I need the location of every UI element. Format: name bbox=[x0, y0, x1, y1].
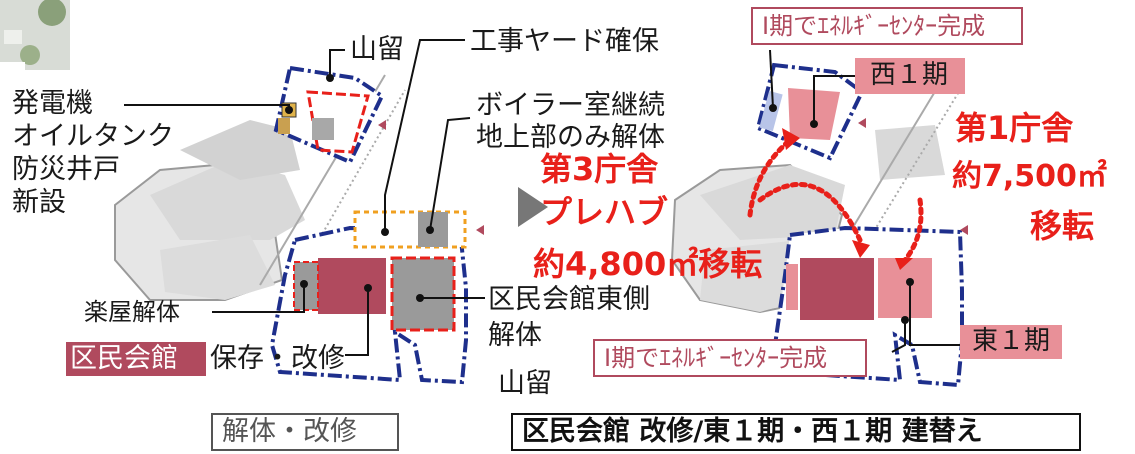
marker-triangle-2 bbox=[378, 120, 386, 130]
relocation-arrows bbox=[747, 137, 924, 263]
road-line-2 bbox=[289, 89, 406, 291]
kaikan-east-demolish bbox=[390, 256, 456, 332]
aerial-photo-thumbnail bbox=[0, 0, 70, 70]
left-site-plan bbox=[114, 65, 484, 385]
existing-building-block-2 bbox=[180, 120, 300, 180]
kaikan-label: 区民会館 bbox=[70, 343, 178, 374]
construction-yard-label: 工事ヤード確保 bbox=[470, 26, 659, 57]
energy-bottom-label: I期でｴﾈﾙｷﾞｰｾﾝﾀｰ完成 bbox=[604, 344, 828, 372]
right-existing-block bbox=[875, 125, 945, 180]
yamadome-bottom-label: 山留 bbox=[498, 368, 552, 399]
oil-tank-label: オイルタンク bbox=[12, 121, 174, 152]
arrow-heads bbox=[782, 128, 913, 270]
first-building-line1: 第1庁舎 bbox=[955, 109, 1074, 147]
right-caption: 区民会館 改修/東１期・西１期 建替え bbox=[522, 416, 983, 447]
third-building-line2: プレハブ bbox=[540, 193, 669, 231]
left-caption-frame bbox=[211, 413, 399, 451]
kaikan-east-label-2: 解体 bbox=[488, 320, 542, 351]
existing-building-block-3 bbox=[160, 235, 275, 300]
construction-yard-zone bbox=[353, 210, 467, 249]
preserve-label: 保存・改修 bbox=[210, 343, 345, 374]
west-label-bg bbox=[855, 58, 965, 94]
left-leader-lines bbox=[124, 39, 485, 356]
well-label: 防災井戸 bbox=[12, 154, 120, 185]
yamadome-top-label: 山留 bbox=[350, 34, 404, 65]
right-leader-lines bbox=[769, 49, 960, 353]
left-caption: 解体・改修 bbox=[222, 416, 357, 447]
marker-triangle bbox=[476, 225, 484, 235]
kaikan-building bbox=[318, 258, 386, 314]
energy-top-frame bbox=[751, 7, 1023, 45]
boiler-label-2: 地上部のみ解体 bbox=[476, 122, 665, 153]
oil-tank-block bbox=[278, 118, 290, 134]
generator-label: 発電機 bbox=[12, 88, 93, 119]
existing-building-block bbox=[150, 160, 305, 240]
kaikan-label-bg bbox=[66, 342, 206, 376]
first-building-line3: 移転 bbox=[1030, 207, 1095, 245]
third-building-line3: 約4,800㎡移転 bbox=[533, 245, 763, 283]
boiler-label-1: ボイラー室継続 bbox=[476, 90, 665, 121]
third-building-line1: 第3庁舎 bbox=[540, 150, 659, 188]
right-site-plan bbox=[670, 62, 968, 388]
west-1-label: 西１期 bbox=[870, 60, 949, 90]
east-1-building bbox=[878, 258, 932, 318]
gakuya-label: 楽屋解体 bbox=[84, 298, 180, 326]
right-gakuya-new bbox=[786, 264, 798, 310]
right-kaikan-building bbox=[800, 258, 874, 320]
east-1-label: 東１期 bbox=[972, 326, 1051, 356]
new-label: 新設 bbox=[12, 187, 66, 218]
transition-arrow bbox=[518, 187, 548, 227]
east-label-bg bbox=[960, 325, 1062, 359]
north-existing-building bbox=[312, 118, 334, 140]
energy-top-label: I期でｴﾈﾙｷﾞｰｾﾝﾀｰ完成 bbox=[762, 12, 986, 40]
energy-bottom-frame bbox=[593, 339, 867, 377]
first-building-line2: 約7,500㎡ bbox=[952, 159, 1107, 194]
kaikan-east-label-1: 区民会館東側 bbox=[488, 284, 650, 315]
right-caption-frame bbox=[511, 413, 1081, 451]
